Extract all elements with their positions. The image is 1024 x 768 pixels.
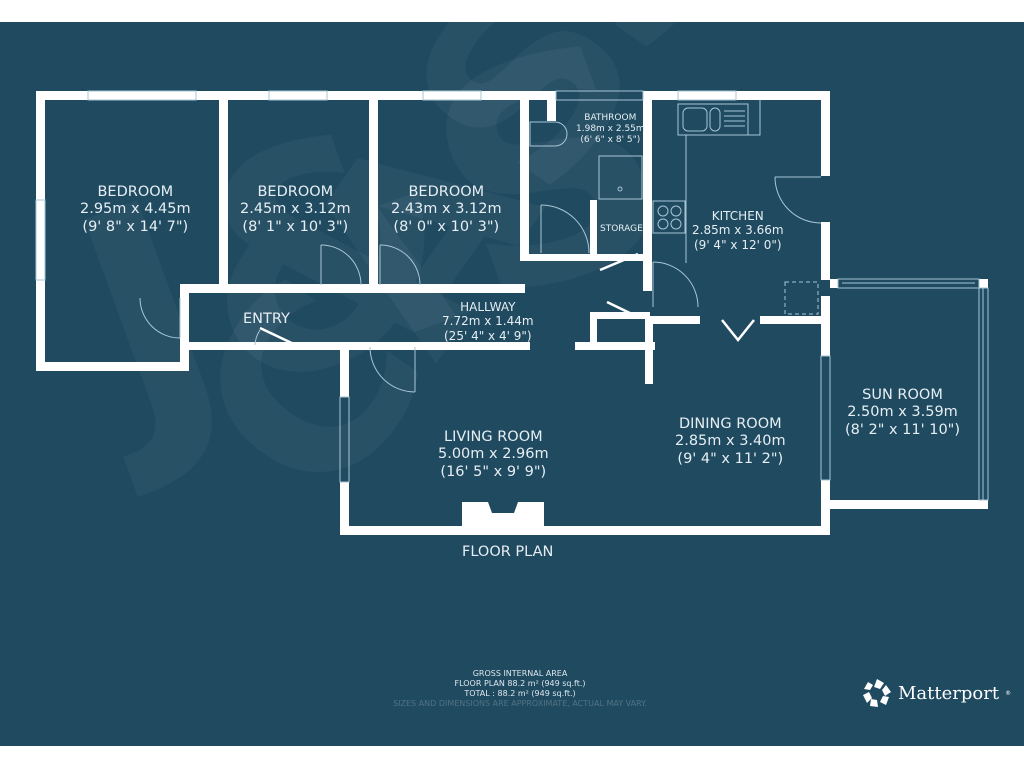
room-name: ENTRY xyxy=(243,311,290,327)
gross-internal-area: GROSS INTERNAL AREA FLOOR PLAN 88.2 m² (… xyxy=(380,669,660,709)
room-size-imperial: (25' 4" x 4' 9") xyxy=(444,328,532,343)
room-size-metric: 5.00m x 2.96m xyxy=(438,446,549,463)
room-name: BEDROOM xyxy=(257,184,334,200)
room-size-metric: 2.43m x 3.12m xyxy=(391,201,502,218)
room-label-bathroom: BATHROOM 1.98m x 2.55m (6' 6" x 8' 5") xyxy=(576,113,645,145)
room-label-living-room: LIVING ROOM 5.00m x 2.96m (16' 5" x 9' 9… xyxy=(438,429,549,481)
trademark-mark: ® xyxy=(1005,689,1012,697)
matterport-brand: Matterport ® xyxy=(862,678,1011,708)
room-label-kitchen: KITCHEN 2.85m x 3.66m (9' 4" x 12' 0") xyxy=(692,209,784,252)
room-label-sun-room: SUN ROOM 2.50m x 3.59m (8' 2" x 11' 10") xyxy=(845,387,960,439)
room-label-dining-room: DINING ROOM 2.85m x 3.40m (9' 4" x 11' 2… xyxy=(675,416,786,468)
door-swings xyxy=(139,176,822,393)
room-size-imperial: (16' 5" x 9' 9") xyxy=(440,463,547,480)
walls xyxy=(36,91,988,535)
area-disclaimer: SIZES AND DIMENSIONS ARE APPROXIMATE, AC… xyxy=(393,699,647,708)
room-size-imperial: (8' 1" x 10' 3") xyxy=(242,218,349,235)
room-size-imperial: (9' 8" x 14' 7") xyxy=(82,218,189,235)
fixtures xyxy=(529,100,819,315)
area-heading: GROSS INTERNAL AREA xyxy=(472,669,568,678)
room-label-bedroom-1: BEDROOM 2.95m x 4.45m (9' 8" x 14' 7") xyxy=(80,184,191,236)
matterport-logo-icon xyxy=(863,679,891,707)
room-size-metric: 2.50m x 3.59m xyxy=(847,404,958,421)
room-name: SUN ROOM xyxy=(862,387,943,403)
room-size-imperial: (9' 4" x 11' 2") xyxy=(677,450,784,467)
room-size-imperial: (8' 0" x 10' 3") xyxy=(393,218,500,235)
room-size-metric: 2.45m x 3.12m xyxy=(240,201,351,218)
fireplace-hearth xyxy=(488,502,518,513)
room-name: KITCHEN xyxy=(711,209,764,223)
area-floor-plan: FLOOR PLAN 88.2 m² (949 sq.ft.) xyxy=(454,679,586,688)
windows xyxy=(35,90,989,501)
room-label-hallway: HALLWAY 7.72m x 1.44m (25' 4" x 4' 9") xyxy=(442,300,534,343)
floor-plan-canvas: J&S CASSON xyxy=(0,22,1024,746)
room-name: BATHROOM xyxy=(584,113,637,123)
floor-plan-title: FLOOR PLAN xyxy=(462,544,554,560)
room-name: HALLWAY xyxy=(460,300,516,314)
room-size-imperial: (8' 2" x 11' 10") xyxy=(845,421,960,438)
room-size-metric: 1.98m x 2.55m xyxy=(576,123,645,134)
room-size-imperial: (6' 6" x 8' 5") xyxy=(580,134,641,145)
room-size-metric: 2.85m x 3.66m xyxy=(692,223,784,238)
floor-plan-drawing xyxy=(35,90,989,535)
open-doors xyxy=(259,252,755,348)
room-size-metric: 2.85m x 3.40m xyxy=(675,433,786,450)
room-size-metric: 7.72m x 1.44m xyxy=(442,314,534,329)
room-name: STORAGE xyxy=(600,224,643,234)
area-total: TOTAL : 88.2 m² (949 sq.ft.) xyxy=(464,689,576,698)
room-label-storage: STORAGE xyxy=(600,224,643,235)
room-name: BEDROOM xyxy=(408,184,485,200)
brand-name: Matterport xyxy=(898,682,1000,704)
room-label-bedroom-3: BEDROOM 2.43m x 3.12m (8' 0" x 10' 3") xyxy=(391,184,502,236)
room-size-imperial: (9' 4" x 12' 0") xyxy=(694,237,782,252)
room-size-metric: 2.95m x 4.45m xyxy=(80,201,191,218)
room-label-bedroom-2: BEDROOM 2.45m x 3.12m (8' 1" x 10' 3") xyxy=(240,184,351,236)
room-label-entry: ENTRY xyxy=(243,311,290,328)
room-name: BEDROOM xyxy=(97,184,174,200)
room-name: DINING ROOM xyxy=(678,416,782,432)
room-name: LIVING ROOM xyxy=(443,429,543,445)
